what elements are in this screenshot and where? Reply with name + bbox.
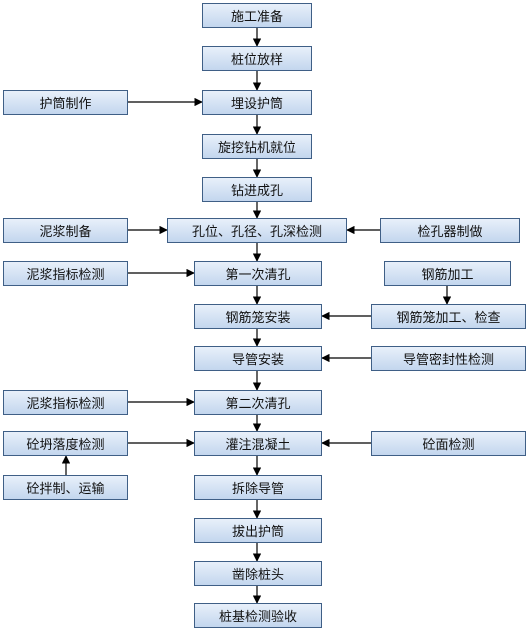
node-slump-test: 砼坍落度检测	[3, 431, 128, 456]
node-slurry-test-2: 泥浆指标检测	[3, 390, 128, 415]
node-concrete-level-check: 砼面检测	[371, 431, 526, 456]
node-pile-head-chiseling: 凿除桩头	[194, 561, 322, 586]
node-hole-inspection: 孔位、孔径、孔深检测	[167, 218, 347, 243]
node-tremie-seal-test: 导管密封性检测	[371, 346, 526, 371]
node-tremie-removal: 拆除导管	[194, 475, 322, 500]
node-rig-positioning: 旋挖钻机就位	[202, 134, 312, 159]
node-slurry-test-1: 泥浆指标检测	[3, 261, 128, 286]
node-rebar-processing: 钢筋加工	[384, 261, 511, 286]
node-cage-fabrication-check: 钢筋笼加工、检查	[371, 304, 526, 329]
node-slurry-prep: 泥浆制备	[3, 218, 128, 243]
node-cage-installation: 钢筋笼安装	[194, 304, 322, 329]
node-drilling: 钻进成孔	[202, 177, 312, 202]
node-second-cleaning: 第二次清孔	[194, 390, 322, 415]
node-casing-fabrication: 护筒制作	[3, 90, 128, 115]
node-concrete-pouring: 灌注混凝土	[194, 431, 322, 456]
node-construction-prep: 施工准备	[202, 3, 312, 28]
node-casing-extraction: 拔出护筒	[194, 518, 322, 543]
node-first-cleaning: 第一次清孔	[194, 261, 322, 286]
node-tremie-installation: 导管安装	[194, 346, 322, 371]
node-concrete-mixing-transport: 砼拌制、运输	[3, 475, 128, 500]
node-casing-installation: 埋设护筒	[202, 90, 312, 115]
node-pile-layout: 桩位放样	[202, 46, 312, 71]
node-hole-gauge-making: 检孔器制做	[380, 218, 520, 243]
node-pile-acceptance: 桩基检测验收	[194, 603, 322, 628]
